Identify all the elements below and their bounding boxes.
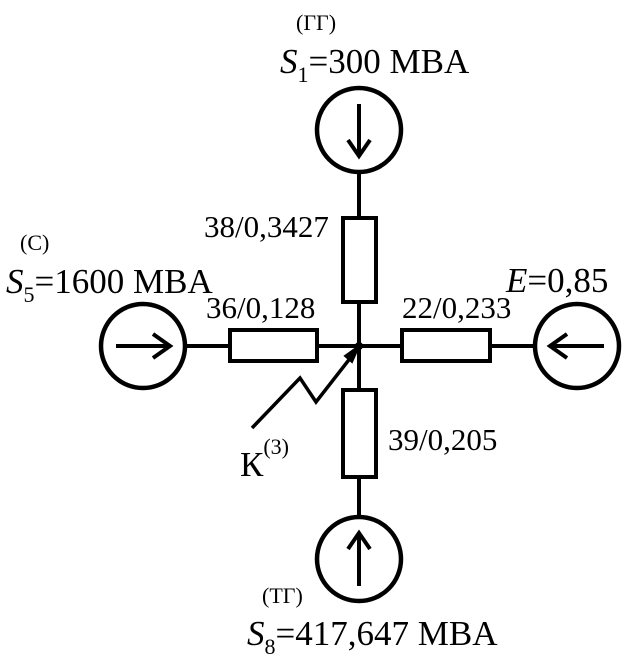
source-left: [98, 301, 188, 391]
source-top-label: S1=300 MBA: [280, 42, 470, 87]
wires: [186, 173, 534, 517]
branch-top-label: 38/0,3427: [204, 209, 329, 244]
impedance-bottom: [341, 388, 378, 479]
down-arrow-head: [346, 138, 372, 160]
fault-label: К(3): [240, 434, 289, 484]
source-top: [314, 85, 404, 175]
up-arrow-head: [346, 529, 372, 551]
branch-left-label: 36/0,128: [206, 290, 315, 325]
source-top-type: (ГГ): [296, 10, 336, 35]
source-right-label: E=0,85: [505, 261, 608, 300]
left-arrow-head: [546, 332, 569, 360]
source-bottom-type: (ТГ): [262, 583, 303, 608]
source-left-label: S5=1600 MBA: [6, 262, 213, 307]
branch-right-label: 22/0,233: [402, 290, 511, 325]
branch-bottom-label: 39/0,205: [388, 422, 497, 457]
fault-arrow: [250, 343, 362, 430]
impedance-top: [341, 216, 378, 304]
impedance-right: [400, 328, 492, 363]
right-arrow-head: [151, 332, 174, 360]
source-right: [532, 301, 622, 391]
source-bottom: [314, 514, 404, 604]
source-left-type: (С): [20, 230, 49, 255]
fault-arrow-head: [343, 343, 362, 364]
fault-zigzag-icon: [250, 350, 357, 430]
impedance-left: [228, 328, 319, 363]
source-bottom-label: S8=417,647 MBA: [247, 614, 498, 659]
